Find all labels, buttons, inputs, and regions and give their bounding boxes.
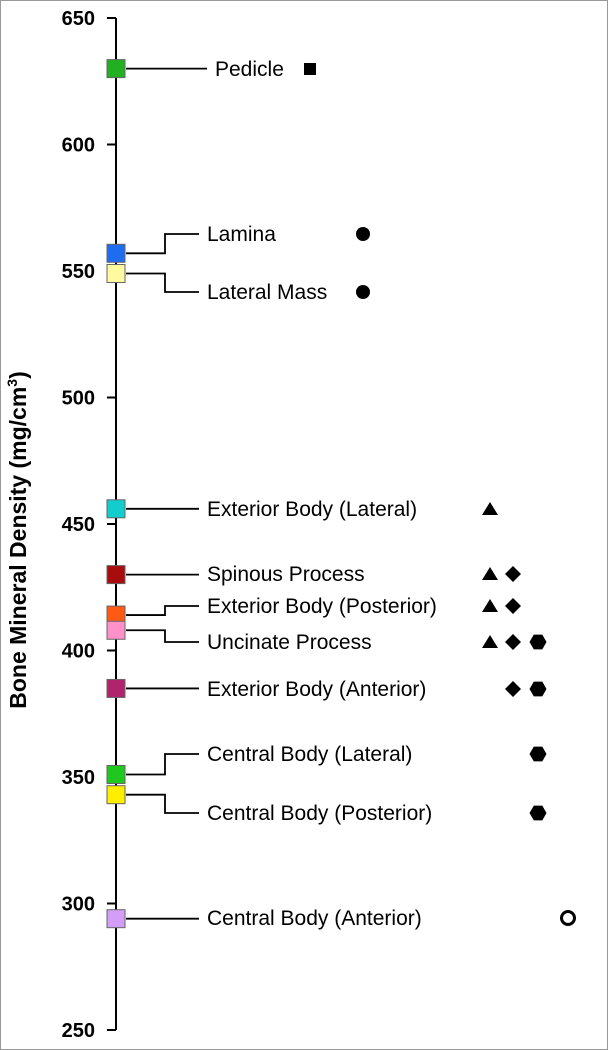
leader-line — [126, 793, 199, 814]
y-tick-label: 400 — [62, 641, 95, 663]
diamond-symbol — [505, 681, 521, 697]
data-point-marker — [106, 59, 126, 79]
category-label: Exterior Body (Posterior) — [207, 595, 437, 618]
triangle-symbol — [482, 599, 498, 612]
y-tick-label: 600 — [62, 135, 95, 157]
diamond-symbol — [505, 634, 521, 650]
hexagon-symbol — [529, 746, 547, 762]
category-label: Central Body (Anterior) — [207, 907, 422, 930]
square-symbol — [304, 63, 316, 75]
y-axis-ticks: 250 300 350 400 450 500 550 600 650 — [62, 8, 116, 1042]
circle-symbol — [356, 227, 370, 241]
leader-line — [126, 272, 199, 293]
data-point-marker — [106, 499, 126, 519]
category-label: Pedicle — [215, 58, 284, 81]
triangle-symbol — [482, 567, 498, 580]
data-point-marker — [106, 909, 126, 929]
hexagon-symbol — [529, 805, 547, 821]
leader-line — [126, 753, 199, 776]
leader-line — [126, 233, 199, 255]
category-label: Exterior Body (Anterior) — [207, 678, 426, 701]
data-point-marker — [106, 243, 126, 263]
triangle-symbol — [482, 502, 498, 515]
hexagon-symbol — [529, 681, 547, 697]
leader-line — [126, 605, 199, 616]
data-point-marker — [106, 565, 126, 585]
data-point-marker — [106, 620, 126, 640]
y-tick-label: 250 — [62, 1020, 95, 1042]
hexagon-symbol — [529, 634, 547, 650]
data-point-marker — [106, 764, 126, 784]
category-label: Lamina — [207, 223, 276, 246]
y-tick-label: 300 — [62, 894, 95, 916]
y-axis-title: Bone Mineral Density (mg/cm3) — [4, 371, 31, 709]
data-point-marker — [106, 785, 126, 805]
leader-line — [126, 629, 199, 643]
category-label: Central Body (Posterior) — [207, 802, 432, 825]
data-point-marker — [106, 264, 126, 284]
y-tick-label: 550 — [62, 261, 95, 283]
triangle-symbol — [482, 635, 498, 648]
y-tick-label: 500 — [62, 388, 95, 410]
diamond-symbol — [505, 598, 521, 614]
diamond-symbol — [505, 566, 521, 582]
y-tick-label: 450 — [62, 514, 95, 536]
category-label: Uncinate Process — [207, 631, 372, 654]
category-label: Central Body (Lateral) — [207, 743, 412, 766]
data-point-marker — [106, 678, 126, 698]
open-circle-symbol — [560, 910, 576, 926]
category-label: Exterior Body (Lateral) — [207, 498, 417, 521]
circle-symbol — [356, 285, 370, 299]
category-label: Lateral Mass — [207, 281, 327, 304]
y-tick-label: 350 — [62, 767, 95, 789]
y-tick-label: 650 — [62, 8, 95, 30]
category-label: Spinous Process — [207, 563, 365, 586]
